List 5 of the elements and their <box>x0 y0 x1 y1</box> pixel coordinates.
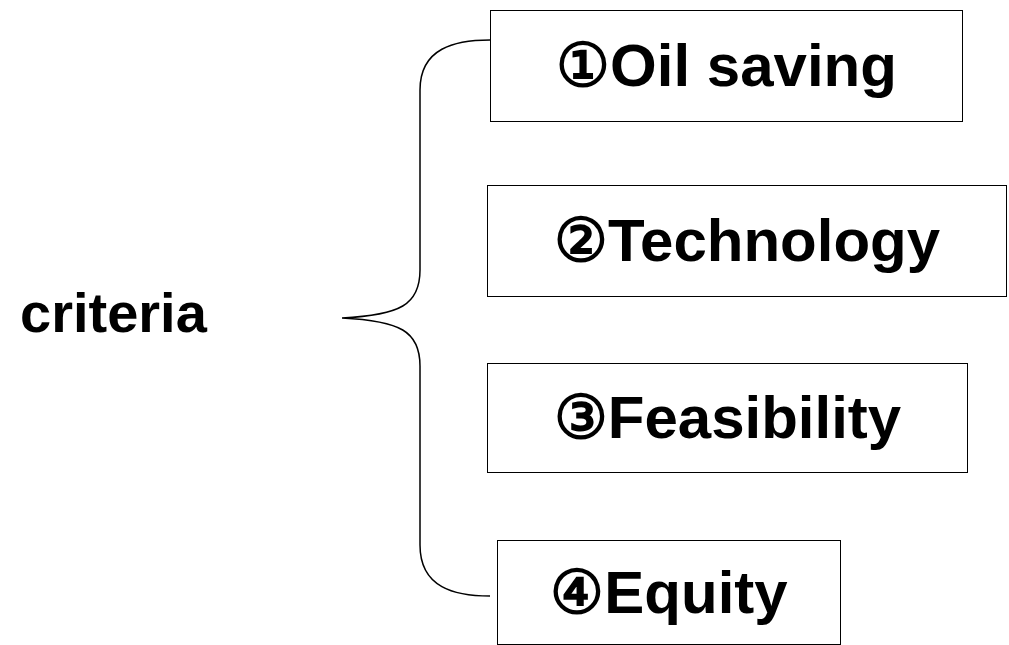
heading-label: criteria <box>20 285 207 341</box>
criterion-box: ④Equity <box>497 540 841 645</box>
criterion-box: ①Oil saving <box>490 10 963 122</box>
criterion-box: ②Technology <box>487 185 1007 297</box>
criterion-box: ③Feasibility <box>487 363 968 473</box>
